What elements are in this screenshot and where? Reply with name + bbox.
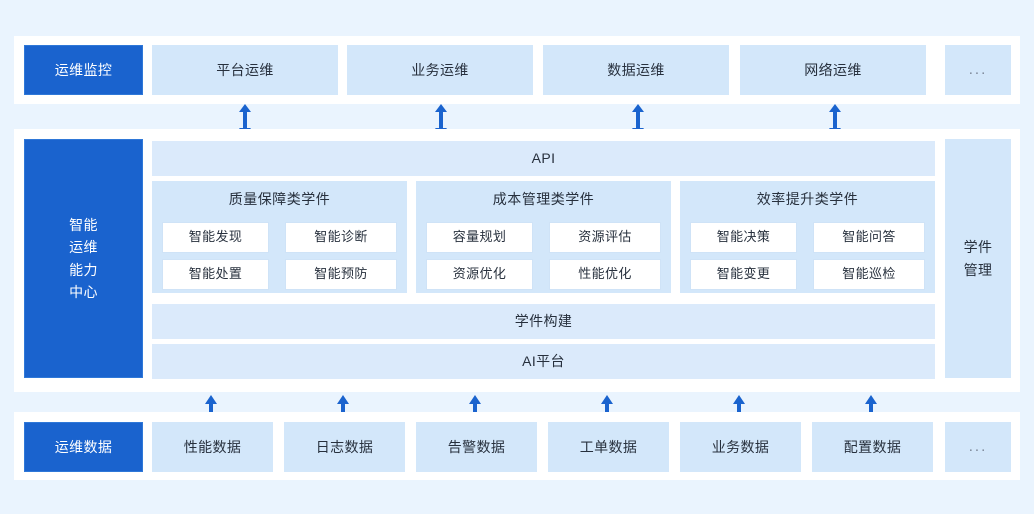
- middle-left-label-line: 中心: [69, 283, 98, 300]
- learnware-card[interactable]: 资源评估: [549, 222, 661, 253]
- learnware-card-label: 资源优化: [452, 266, 507, 282]
- learnware-card[interactable]: 智能巡检: [813, 259, 925, 290]
- learnware-card-label: 资源评估: [578, 229, 632, 245]
- bottom-item-label: 工单数据: [579, 438, 638, 455]
- learnware-card[interactable]: 智能预防: [285, 259, 397, 290]
- top-item-data-ops[interactable]: 数据运维: [543, 45, 729, 95]
- learnware-card-label: 容量规划: [452, 229, 507, 245]
- middle-right-label-box[interactable]: 学件 管理: [945, 139, 1011, 378]
- ai-platform-bar[interactable]: AI平台: [152, 344, 935, 379]
- learnware-card[interactable]: 智能决策: [690, 222, 797, 253]
- learnware-card-label: 智能处置: [188, 266, 243, 282]
- top-item-label: 平台运维: [216, 61, 274, 78]
- learnware-card-label: 智能巡检: [842, 266, 896, 282]
- bottom-item-more[interactable]: ...: [945, 422, 1011, 472]
- middle-left-label-box[interactable]: 智能 运维 能力 中心: [24, 139, 143, 378]
- double-arrow-vertical-icon: [433, 103, 449, 137]
- group-title: 成本管理类学件: [492, 191, 595, 207]
- learnware-build-bar[interactable]: 学件构建: [152, 304, 935, 339]
- arrow-up-icon: [732, 395, 746, 419]
- arrow-up-icon: [204, 395, 218, 419]
- top-label-box[interactable]: 运维监控: [24, 45, 143, 95]
- arrow-up-icon: [336, 395, 350, 419]
- learnware-card[interactable]: 智能诊断: [285, 222, 397, 253]
- group-title: 效率提升类学件: [756, 191, 859, 207]
- middle-right-label-line: 管理: [963, 261, 993, 278]
- learnware-card-label: 智能决策: [716, 229, 771, 245]
- learnware-card-label: 智能问答: [842, 229, 896, 245]
- bottom-item-performance-data[interactable]: 性能数据: [152, 422, 273, 472]
- learnware-card-label: 性能优化: [578, 266, 632, 282]
- bottom-item-business-data[interactable]: 业务数据: [680, 422, 801, 472]
- double-arrow-vertical-icon: [237, 103, 253, 137]
- top-item-network-ops[interactable]: 网络运维: [740, 45, 926, 95]
- arrow-up-icon: [468, 395, 482, 419]
- arrow-up-icon: [864, 395, 878, 419]
- bottom-item-label: 配置数据: [843, 438, 902, 455]
- ai-platform-label: AI平台: [522, 353, 565, 370]
- top-item-label: ...: [968, 61, 988, 79]
- learnware-card-label: 智能预防: [314, 266, 368, 282]
- learnware-build-label: 学件构建: [514, 313, 573, 330]
- top-item-more[interactable]: ...: [945, 45, 1011, 95]
- top-item-label: 网络运维: [804, 61, 862, 78]
- middle-right-label-line: 学件: [963, 239, 993, 256]
- bottom-item-label: 性能数据: [183, 438, 242, 455]
- api-bar-label: API: [531, 150, 556, 167]
- learnware-card[interactable]: 容量规划: [426, 222, 533, 253]
- bottom-label-box[interactable]: 运维数据: [24, 422, 143, 472]
- learnware-card[interactable]: 智能发现: [162, 222, 269, 253]
- bottom-item-label: 日志数据: [315, 438, 374, 455]
- bottom-item-label: 业务数据: [711, 438, 770, 455]
- double-arrow-vertical-icon: [827, 103, 843, 137]
- bottom-item-label: 告警数据: [447, 438, 506, 455]
- learnware-card-label: 智能变更: [716, 266, 771, 282]
- top-label-text: 运维监控: [54, 61, 113, 78]
- double-arrow-vertical-icon: [630, 103, 646, 137]
- top-item-label: 业务运维: [411, 61, 469, 78]
- bottom-item-config-data[interactable]: 配置数据: [812, 422, 933, 472]
- top-item-business-ops[interactable]: 业务运维: [347, 45, 533, 95]
- learnware-card-label: 智能诊断: [314, 229, 368, 245]
- learnware-card[interactable]: 智能处置: [162, 259, 269, 290]
- api-bar[interactable]: API: [152, 141, 935, 176]
- middle-left-label-line: 智能: [69, 216, 98, 233]
- bottom-item-label: ...: [968, 438, 988, 456]
- arrow-up-icon: [600, 395, 614, 419]
- middle-left-label-line: 能力: [69, 261, 98, 278]
- middle-left-label-line: 运维: [69, 239, 98, 256]
- learnware-card-label: 智能发现: [188, 229, 243, 245]
- learnware-card[interactable]: 性能优化: [549, 259, 661, 290]
- group-title: 质量保障类学件: [228, 191, 331, 207]
- bottom-item-alarm-data[interactable]: 告警数据: [416, 422, 537, 472]
- bottom-item-ticket-data[interactable]: 工单数据: [548, 422, 669, 472]
- learnware-card[interactable]: 智能问答: [813, 222, 925, 253]
- learnware-card[interactable]: 资源优化: [426, 259, 533, 290]
- bottom-item-log-data[interactable]: 日志数据: [284, 422, 405, 472]
- top-item-label: 数据运维: [607, 61, 665, 78]
- learnware-card[interactable]: 智能变更: [690, 259, 797, 290]
- bottom-label-text: 运维数据: [54, 438, 113, 455]
- top-item-platform-ops[interactable]: 平台运维: [152, 45, 338, 95]
